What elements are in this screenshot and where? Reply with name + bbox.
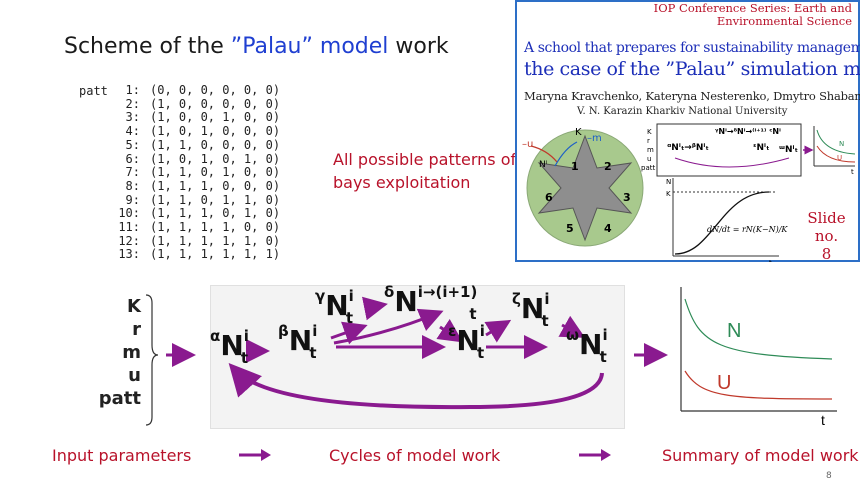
- node-delta: δNi→(i+1)t: [384, 283, 478, 323]
- scheme-arrows: [145, 294, 668, 426]
- mini-node: ᵅNⁱₜ→ᵝNⁱₜ: [667, 143, 709, 153]
- caption-input: Input parameters: [52, 446, 192, 465]
- pattern-row: 12(1, 1, 1, 1, 1, 0): [110, 234, 280, 249]
- conference-name: IOP Conference Series: Earth and Environ…: [653, 1, 852, 28]
- pattern-row: 9(1, 1, 0, 1, 1, 0): [110, 193, 281, 208]
- summary-plot: N U t: [680, 287, 837, 425]
- paper-title-line2: the case of the ”Palau” simulation model: [524, 58, 860, 80]
- page-number: 8: [826, 471, 832, 481]
- node-beta: βNit: [278, 322, 318, 362]
- mini-node: ᵋNⁱₜ: [753, 143, 769, 153]
- node-alpha: αNit: [210, 327, 249, 367]
- param-k: K: [127, 296, 141, 317]
- pattern-row: 7(1, 1, 0, 1, 0, 0): [110, 166, 281, 180]
- summary-n-label: N: [727, 320, 741, 342]
- mini-node: ᵞNⁱ→ᵟNⁱ→⁽ⁱ⁺¹⁾ ᶜNⁱ: [715, 127, 781, 136]
- input-parameters: K r m u patt: [97, 295, 141, 410]
- paper-card: IOP Conference Series: Earth and Environ…: [515, 0, 860, 263]
- logistic-equation: dN/dt = rN(K−N)/K: [707, 225, 788, 234]
- beta-delta-arrow: [333, 308, 444, 345]
- pattern-row: 1(0, 0, 0, 0, 0, 0): [110, 83, 281, 98]
- mini-feedback-arrow: [674, 157, 790, 168]
- epsilon-zeta-arrow: [484, 319, 512, 343]
- mini-u-curve: [816, 145, 856, 163]
- pattern-row: 4(1, 0, 1, 0, 0, 0): [110, 124, 281, 139]
- star-label-n: Nⁱ: [539, 160, 548, 170]
- page-title: Scheme of the ”Palau” model work: [64, 34, 449, 59]
- mini-n-curve: [816, 129, 856, 155]
- slide-marker: Slide no.8: [807, 209, 846, 263]
- mini-param: u: [647, 155, 651, 163]
- zeta-omega-arrow: [558, 315, 586, 338]
- caption-cycles: Cycles of model work: [329, 446, 501, 465]
- caption-arrow: [579, 449, 611, 461]
- patterns-table: 1(0, 0, 0, 0, 0, 0) 2(1, 0, 0, 0, 0, 0) …: [110, 83, 281, 262]
- mini-t-label: t: [851, 168, 854, 176]
- params-brace: [145, 294, 159, 426]
- star-number: 3: [623, 191, 631, 204]
- star-label-k: K: [575, 127, 582, 138]
- star-number: 6: [545, 191, 553, 204]
- summary-n-curve: [684, 298, 833, 360]
- node-gamma: γNit: [315, 287, 354, 327]
- inflow-arrow: [554, 141, 578, 167]
- pattern-row: 5(1, 1, 0, 0, 0, 0): [110, 138, 281, 153]
- param-u: u: [128, 365, 141, 386]
- logistic-k-label: K: [666, 190, 671, 198]
- star-label-u: –u: [522, 139, 533, 150]
- patterns-label: patt: [79, 84, 108, 98]
- beta-gamma-arrow: [330, 321, 368, 345]
- mini-param: K: [647, 128, 652, 136]
- caption-summary: Summary of model work: [662, 446, 859, 465]
- paper-authors: Maryna Kravchenko, Kateryna Nesterenko, …: [524, 89, 860, 103]
- star-shape: [537, 134, 633, 242]
- delta-epsilon-arrow: [436, 319, 463, 343]
- patterns-caption: All possible patterns of bays exploitati…: [333, 150, 517, 192]
- node-zeta: ζNit: [512, 290, 550, 330]
- paper-title-line1: A school that prepares for sustainabilit…: [524, 40, 860, 56]
- pattern-row: 10(1, 1, 1, 0, 1, 0): [110, 207, 280, 221]
- param-m: m: [122, 342, 141, 363]
- pattern-row: 8(1, 1, 1, 0, 0, 0): [110, 179, 281, 194]
- star-number: 1: [571, 160, 579, 173]
- node-omega: ωNit: [566, 326, 608, 366]
- star-label-m: –m: [587, 133, 602, 144]
- logistic-curve: [674, 191, 770, 255]
- summary-u-label: U: [717, 372, 731, 394]
- model-name: ”Palau” model: [230, 34, 389, 59]
- param-r: r: [132, 319, 141, 340]
- summary-t-label: t: [821, 412, 825, 425]
- star-number: 5: [566, 222, 574, 235]
- card-illustration: 1 2 3 4 5 6 –u K –m Nⁱ K r m u patt ᵅNⁱₜ…: [522, 123, 856, 262]
- pattern-row: 3(1, 0, 0, 1, 0, 0): [110, 111, 281, 125]
- summary-u-curve: [684, 370, 833, 400]
- outflow-arrow: [530, 145, 558, 163]
- mini-param: m: [647, 146, 654, 154]
- pattern-row: 6(1, 0, 1, 0, 1, 0): [110, 152, 281, 167]
- logistic-t-label: t: [769, 259, 772, 262]
- star-number: 4: [604, 222, 612, 235]
- mini-param: patt: [641, 164, 655, 172]
- pattern-row: 2(1, 0, 0, 0, 0, 0): [110, 97, 281, 112]
- paper-affiliation: V. N. Karazin Kharkiv National Universit…: [577, 106, 788, 117]
- mini-param: r: [647, 137, 650, 145]
- mini-u-label: U: [837, 154, 842, 162]
- gamma-delta-arrow: [361, 296, 388, 321]
- pattern-row: 13(1, 1, 1, 1, 1, 1): [110, 248, 280, 262]
- node-epsilon: εNit: [448, 322, 485, 362]
- logistic-y-label: N: [666, 178, 671, 186]
- mini-node: ᵚNⁱₜ: [779, 145, 798, 155]
- caption-arrow: [239, 449, 271, 461]
- feedback-arrow: [228, 363, 604, 410]
- star-number: 2: [604, 160, 612, 173]
- mini-n-label: N: [839, 140, 844, 148]
- pattern-row: 11(1, 1, 1, 1, 0, 0): [110, 220, 280, 235]
- param-patt: patt: [98, 388, 141, 409]
